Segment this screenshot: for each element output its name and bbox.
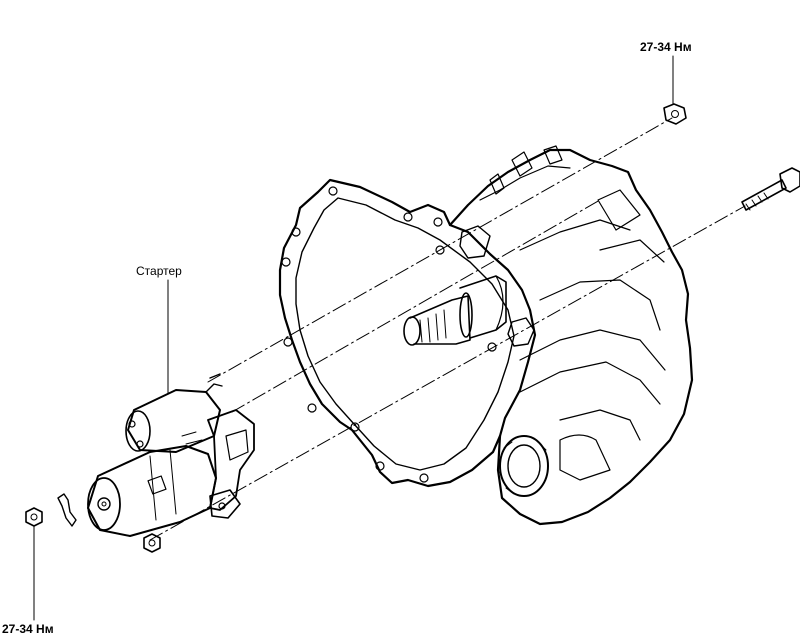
starter-solenoid — [127, 389, 221, 453]
torque-label-bottom: 27-34 Нм — [2, 622, 54, 636]
nut-bottom-left — [25, 507, 43, 527]
starter-label: Стартер — [136, 264, 182, 278]
housing-boss-bottom — [507, 317, 535, 347]
transmission-housing — [278, 145, 694, 526]
alignment-line-upper — [207, 117, 673, 383]
gearbox-body — [448, 148, 694, 526]
bell-housing-inner-edge — [295, 197, 515, 471]
starter-motor — [87, 373, 255, 537]
alignment-line-middle — [231, 199, 601, 413]
mounting-bolt — [741, 167, 800, 211]
differential-opening — [499, 435, 549, 497]
torque-label-top: 27-34 Нм — [640, 40, 692, 54]
nut-top — [663, 103, 687, 125]
nut-starter — [143, 533, 161, 553]
alignment-line-bolt — [149, 205, 746, 541]
flange-bolt-holes — [281, 186, 497, 483]
cable-terminal — [57, 493, 77, 527]
gearbox-casting-lines — [479, 145, 666, 481]
bell-housing-flange — [278, 178, 537, 488]
input-shaft — [403, 275, 507, 346]
housing-boss-top — [459, 225, 491, 259]
starter-drive-housing — [207, 409, 255, 511]
alignment-lines — [149, 117, 746, 541]
starter-mounting-flange — [209, 489, 241, 519]
